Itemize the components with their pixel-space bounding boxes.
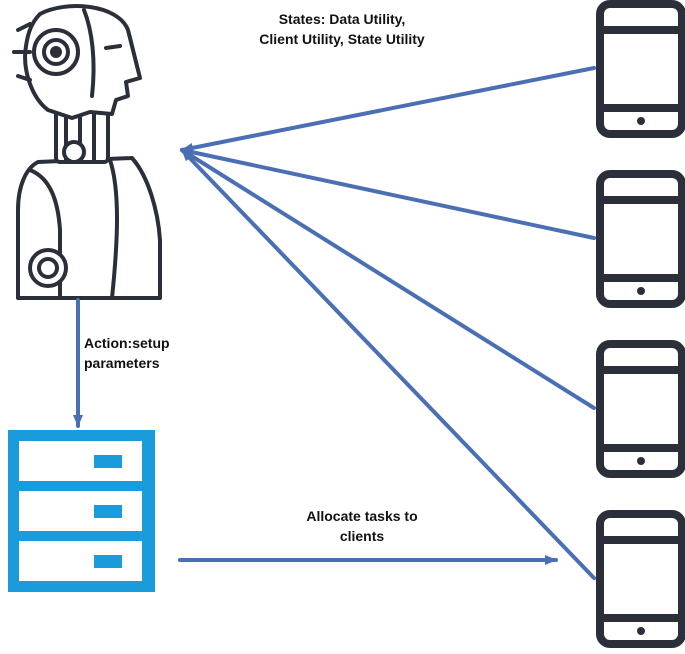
smartphone-icon	[596, 340, 685, 478]
server-unit	[19, 541, 142, 581]
client-device-3	[596, 340, 685, 478]
state-arrow-client-1	[180, 66, 596, 153]
state-arrow-client-4	[180, 148, 596, 580]
smartphone-icon	[596, 510, 685, 648]
server-indicator	[94, 555, 122, 568]
server-indicator	[94, 505, 122, 518]
smartphone-icon	[596, 170, 685, 308]
state-arrow-client-3	[180, 148, 596, 410]
smartphone-icon	[596, 0, 685, 138]
states-label: States: Data Utility, Client Utility, St…	[259, 11, 425, 47]
server-indicator	[94, 455, 122, 468]
client-device-2	[596, 170, 685, 308]
server-unit	[19, 491, 142, 531]
state-arrow-client-2	[180, 147, 596, 240]
action-label: Action:setup parameters	[84, 335, 170, 371]
robot-icon	[12, 4, 162, 300]
client-device-1	[596, 0, 685, 138]
client-device-4	[596, 510, 685, 648]
allocate-label: Allocate tasks to clients	[306, 508, 418, 544]
server-unit	[19, 441, 142, 481]
server-rack-icon	[8, 430, 155, 592]
